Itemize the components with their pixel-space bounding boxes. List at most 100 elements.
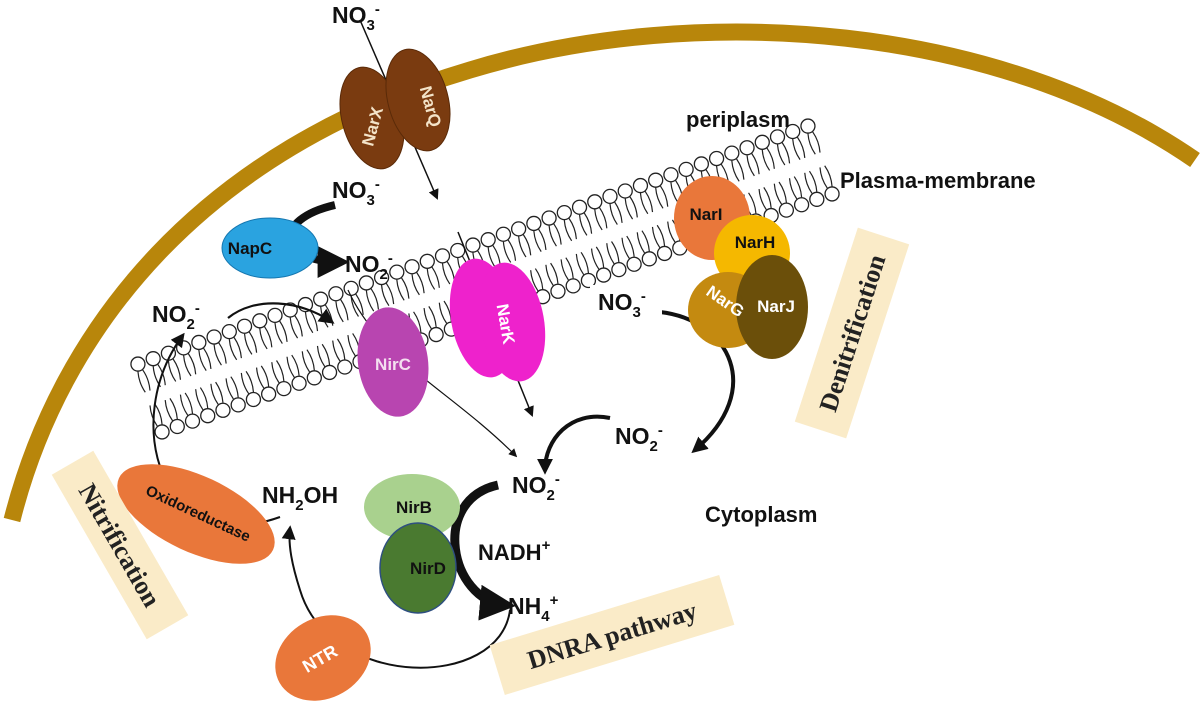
lipid-tail (263, 326, 273, 348)
lipid-tail (213, 344, 222, 366)
lipid-tail (624, 198, 634, 220)
lipid-head (632, 177, 649, 194)
lipid-tail (154, 403, 163, 425)
nirbd-complex: NirB NirD (364, 474, 460, 614)
lipid-tail (416, 272, 425, 294)
lipid-head (556, 204, 572, 221)
lipid-head (291, 375, 307, 391)
protein-napc (221, 217, 319, 279)
lipid-head (260, 386, 277, 402)
lipid-head (419, 253, 435, 269)
lipid-head (611, 262, 627, 278)
protein-nirb (364, 474, 460, 540)
lipid-tail (289, 317, 299, 339)
protein-nird (379, 522, 457, 614)
lipid-head (626, 256, 642, 272)
lipid-tail (563, 220, 573, 242)
lipid-head (306, 370, 322, 386)
narg-reduction-arrow (659, 310, 736, 454)
lipid-tail (609, 203, 618, 225)
lipid-tail (568, 218, 577, 240)
lipid-tail (164, 399, 174, 422)
lipid-head (602, 188, 618, 205)
molecule-no2-left: NO2- (152, 300, 200, 333)
lipid-tail (746, 155, 755, 177)
lipid-tail (428, 306, 437, 328)
lipid-tail (255, 367, 265, 389)
lipid-tail (812, 131, 821, 153)
molecule-nh4: NH4+ (508, 592, 559, 625)
lipid-head (343, 280, 359, 296)
lipid-head (663, 167, 679, 183)
lipid-head (800, 118, 816, 134)
lipid-tail (656, 224, 666, 247)
lipid-tail (198, 349, 207, 371)
lipid-head (510, 221, 527, 237)
lipid-tail (210, 383, 219, 405)
molecule-no2-right: NO2- (615, 422, 663, 455)
lipid-head (252, 313, 268, 329)
lipid-tail (172, 358, 182, 380)
molecule-nadh: NADH+ (478, 537, 551, 565)
lipid-tail (644, 190, 654, 213)
protein-ntr (275, 615, 371, 701)
lipid-tail (316, 345, 326, 368)
lipid-tail (594, 209, 603, 231)
lipid-tail (149, 405, 158, 427)
lipid-tail (321, 343, 331, 366)
lipid-tail (446, 261, 456, 283)
lipid-tail (748, 192, 757, 214)
lipid-head (404, 259, 420, 275)
lipid-tail (824, 165, 833, 187)
lipid-head (480, 232, 496, 248)
lipid-head (678, 161, 694, 177)
lipid-tail (225, 378, 234, 400)
narq-narx-complex: NarX NarQ (339, 48, 451, 170)
lipid-tail (276, 360, 285, 382)
lipid-head (130, 356, 146, 372)
molecule-no3-periplasm: NO3- (332, 176, 380, 209)
lipid-tail (731, 160, 740, 182)
lipid-tail (533, 230, 542, 252)
lipid-head (565, 278, 581, 294)
lipid-tail (553, 223, 562, 245)
lipid-tail (441, 263, 451, 285)
lipid-tail (659, 185, 669, 207)
lipid-tail (304, 311, 314, 334)
lipid-tail (167, 360, 177, 382)
no3-cyto-backdrop (590, 285, 662, 319)
lipid-head (769, 129, 786, 145)
lipid-tail (240, 372, 250, 395)
lipid-tail (230, 376, 239, 398)
lipid-tail (291, 354, 300, 376)
lipid-tail (565, 257, 574, 279)
lipid-tail (614, 201, 623, 223)
protein-oxidoreductase (117, 464, 275, 564)
lipid-head (206, 329, 222, 345)
lipid-tail (426, 268, 436, 290)
lipid-tail (507, 239, 517, 261)
lipid-head (550, 283, 566, 299)
lipid-head (175, 340, 192, 356)
lipid-tail (411, 274, 420, 296)
lipid-tail (792, 138, 801, 160)
lipid-tail (778, 181, 787, 203)
lipid-tail (788, 178, 798, 200)
lipid-tail (538, 228, 547, 250)
lipid-tail (580, 251, 590, 274)
lipid-tail (142, 369, 151, 391)
lipid-head (328, 286, 344, 302)
lipid-tail (578, 214, 588, 236)
lipid-head (571, 199, 588, 215)
molecule-no2-napc: NO2- (345, 250, 393, 283)
lipid-head (184, 413, 201, 429)
cell-wall (3, 23, 1200, 523)
lipid-tail (380, 284, 390, 307)
nird-label: NirD (410, 559, 446, 578)
lipid-tail (301, 351, 311, 373)
lipid-head (313, 291, 329, 307)
lipid-tail (518, 236, 527, 258)
molecule-no2-center: NO2- (512, 471, 560, 504)
lipid-head (389, 264, 405, 280)
lipid-head (245, 391, 262, 408)
